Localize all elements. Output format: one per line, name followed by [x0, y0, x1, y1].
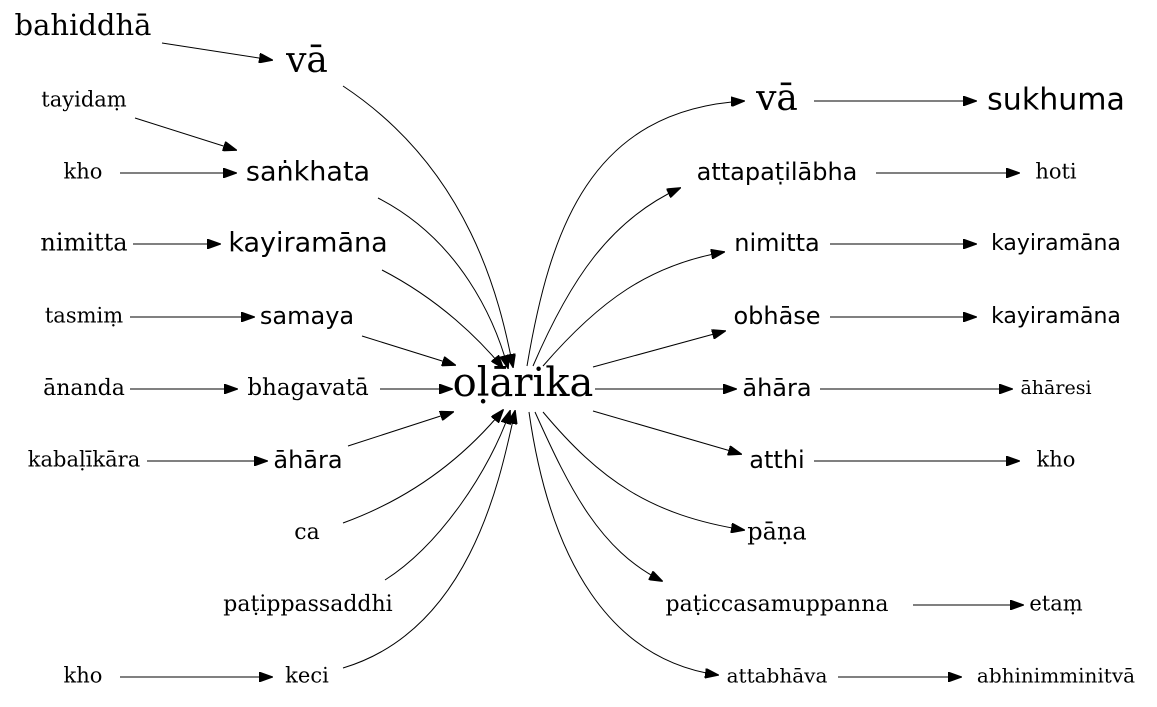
- nodes: bahiddhā vā tayidaṃ saṅkhata kho nimitta…: [15, 8, 1136, 688]
- node-bahiddha: bahiddhā: [15, 8, 152, 42]
- node-samaya: samaya: [260, 302, 354, 330]
- node-aharesi: āhāresi: [1020, 377, 1091, 399]
- node-etam: etaṃ: [1029, 592, 1082, 616]
- node-ca: ca: [294, 520, 319, 545]
- node-va-right: vā: [755, 78, 798, 119]
- node-kayiramana-left: kayiramāna: [228, 228, 387, 259]
- node-kho-1: kho: [64, 160, 103, 184]
- node-olarika-center: oḷārika: [453, 360, 594, 406]
- edge: [592, 331, 725, 368]
- node-kho-2: kho: [64, 664, 103, 688]
- node-va-left: vā: [285, 40, 328, 81]
- node-kabalikara: kabaḷīkāra: [28, 448, 140, 472]
- edge: [342, 411, 515, 669]
- edge: [361, 335, 455, 365]
- node-attabhava: attabhāva: [727, 664, 828, 688]
- node-attapatilabha: attapaṭilābha: [697, 158, 858, 186]
- node-bhagavata: bhagavatā: [247, 375, 369, 401]
- edge: [384, 411, 510, 581]
- node-ananda: ānanda: [43, 376, 125, 401]
- edge: [347, 412, 453, 447]
- node-kayiramana-right-1: kayiramāna: [991, 231, 1121, 256]
- node-nimitta-left: nimitta: [40, 229, 127, 257]
- node-sankhata: saṅkhata: [246, 157, 370, 188]
- edge: [526, 101, 744, 367]
- node-atthi: atthi: [749, 446, 804, 474]
- node-tasmim: tasmiṃ: [45, 304, 123, 328]
- node-tayidam: tayidaṃ: [41, 88, 127, 112]
- edge: [542, 252, 724, 367]
- node-paticcasamuppanna: paṭiccasamuppanna: [665, 592, 888, 617]
- node-sukhuma: sukhuma: [987, 83, 1125, 118]
- node-hoti: hoti: [1035, 160, 1077, 184]
- edge: [534, 411, 662, 581]
- edge: [542, 411, 744, 530]
- edge: [342, 410, 503, 524]
- edge: [592, 410, 741, 454]
- edges: [120, 42, 1023, 677]
- edge: [161, 42, 272, 60]
- node-ahara-left: āhāra: [273, 446, 342, 474]
- node-keci: keci: [285, 664, 329, 688]
- edge: [528, 411, 718, 675]
- node-kho-right: kho: [1037, 448, 1076, 472]
- edge: [377, 197, 508, 368]
- node-kayiramana-right-2: kayiramāna: [991, 304, 1121, 329]
- node-pana: pāṇa: [747, 518, 806, 546]
- node-obhase: obhāse: [733, 302, 820, 330]
- node-ahara-right: āhāra: [742, 374, 811, 402]
- edge: [134, 117, 236, 150]
- edge: [342, 85, 513, 367]
- edge: [381, 269, 503, 368]
- node-nimitta-right: nimitta: [734, 229, 819, 257]
- node-abhinimminitva: abhinimminitvā: [977, 664, 1135, 688]
- edge: [532, 188, 680, 367]
- node-patippassaddhi: paṭippassaddhi: [223, 592, 392, 617]
